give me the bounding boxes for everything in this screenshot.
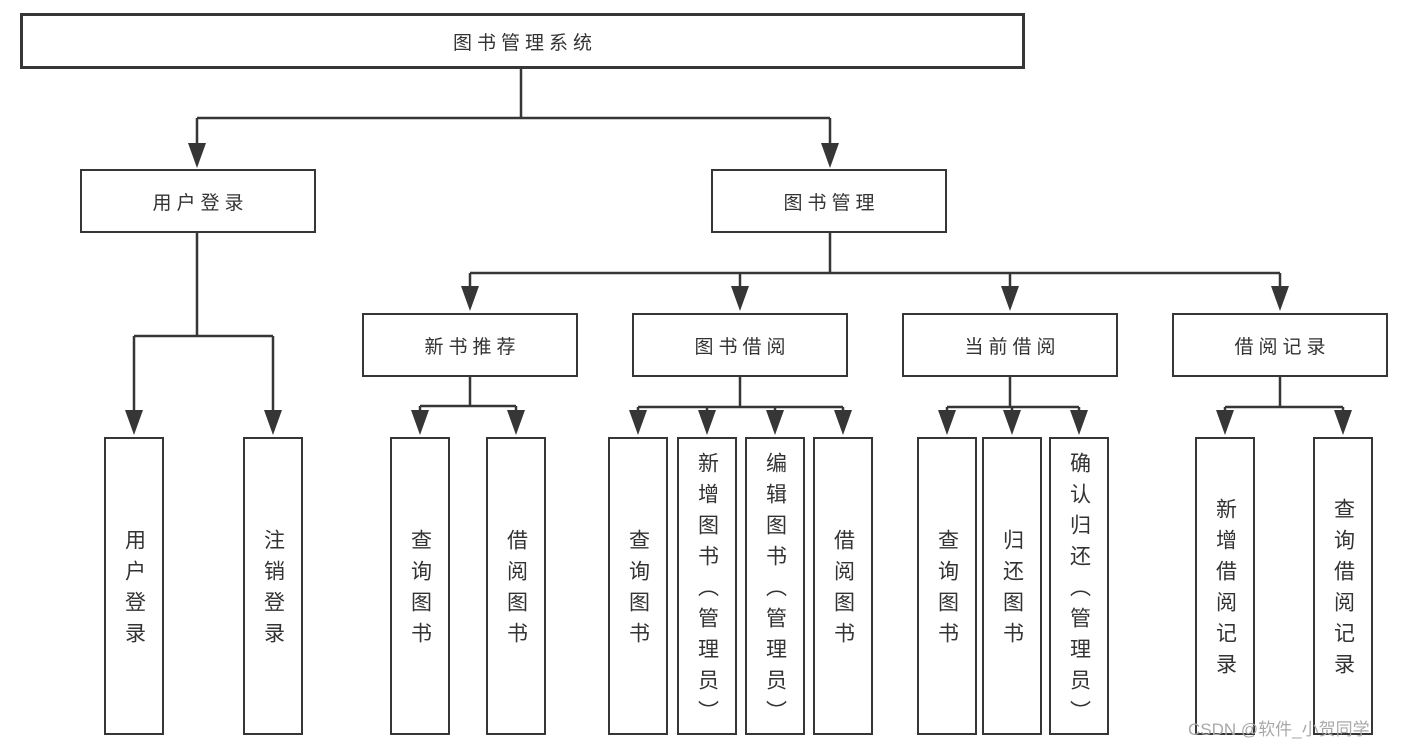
node-current-borrowing: 当前借阅 (902, 313, 1118, 377)
leaf-add-book-admin-label: 新增图书（管理员） (695, 451, 719, 731)
leaf-borrow-books-recommend: 借阅图书 (486, 437, 546, 735)
leaf-query-borrow-record-label: 查询借阅记录 (1331, 498, 1355, 684)
leaf-query-borrow-record: 查询借阅记录 (1313, 437, 1373, 735)
leaf-edit-book-admin: 编辑图书（管理员） (745, 437, 805, 735)
leaf-borrow-books-borrowing: 借阅图书 (813, 437, 873, 735)
leaf-borrow-books-borrowing-label: 借阅图书 (831, 529, 855, 653)
csdn-watermark: CSDN @软件_小贺同学 (1188, 720, 1370, 739)
leaf-query-books-recommend: 查询图书 (390, 437, 450, 735)
connector-newbook-to-leaves (418, 377, 518, 414)
connector-current-to-leaves (945, 377, 1081, 414)
node-book-management: 图书管理 (711, 169, 947, 233)
leaf-query-books-current: 查询图书 (917, 437, 977, 735)
leaf-add-borrow-record-label: 新增借阅记录 (1213, 498, 1237, 684)
node-user-login: 用户登录 (80, 169, 316, 233)
connector-root-to-level2 (195, 69, 832, 148)
leaf-borrow-books-recommend-label: 借阅图书 (504, 529, 528, 653)
arrowheads (125, 143, 1352, 435)
leaf-query-books-borrowing: 查询图书 (608, 437, 668, 735)
node-root-system-label: 图书管理系统 (452, 32, 597, 54)
leaf-user-login-label: 用户登录 (122, 529, 146, 653)
connector-records-to-leaves (1223, 377, 1345, 414)
leaf-return-book-label: 归还图书 (1000, 529, 1024, 653)
node-book-borrowing-label: 图书借阅 (694, 336, 791, 358)
node-book-management-label: 图书管理 (783, 192, 880, 214)
node-new-book-recommend: 新书推荐 (362, 313, 578, 377)
leaf-return-book: 归还图书 (982, 437, 1042, 735)
leaf-add-book-admin: 新增图书（管理员） (677, 437, 737, 735)
leaf-confirm-return-admin: 确认归还（管理员） (1049, 437, 1109, 735)
node-book-borrowing: 图书借阅 (632, 313, 848, 377)
leaf-edit-book-admin-label: 编辑图书（管理员） (763, 451, 787, 731)
node-borrowing-records: 借阅记录 (1172, 313, 1388, 377)
leaf-confirm-return-admin-label: 确认归还（管理员） (1067, 451, 1091, 731)
leaf-query-books-current-label: 查询图书 (935, 529, 959, 653)
leaf-query-books-recommend-label: 查询图书 (408, 529, 432, 653)
connector-borrow-to-leaves (636, 377, 845, 414)
node-root-system: 图书管理系统 (20, 13, 1025, 69)
connector-userlogin-to-leaves (132, 233, 275, 414)
leaf-add-borrow-record: 新增借阅记录 (1195, 437, 1255, 735)
leaf-user-login: 用户登录 (104, 437, 164, 735)
node-user-login-label: 用户登录 (152, 192, 249, 214)
node-current-borrowing-label: 当前借阅 (964, 336, 1061, 358)
leaf-logout: 注销登录 (243, 437, 303, 735)
leaf-query-books-borrowing-label: 查询图书 (626, 529, 650, 653)
connector-bookmgmt-to-level3 (468, 233, 1282, 290)
node-borrowing-records-label: 借阅记录 (1234, 336, 1331, 358)
node-new-book-recommend-label: 新书推荐 (424, 336, 521, 358)
leaf-logout-label: 注销登录 (261, 529, 285, 653)
